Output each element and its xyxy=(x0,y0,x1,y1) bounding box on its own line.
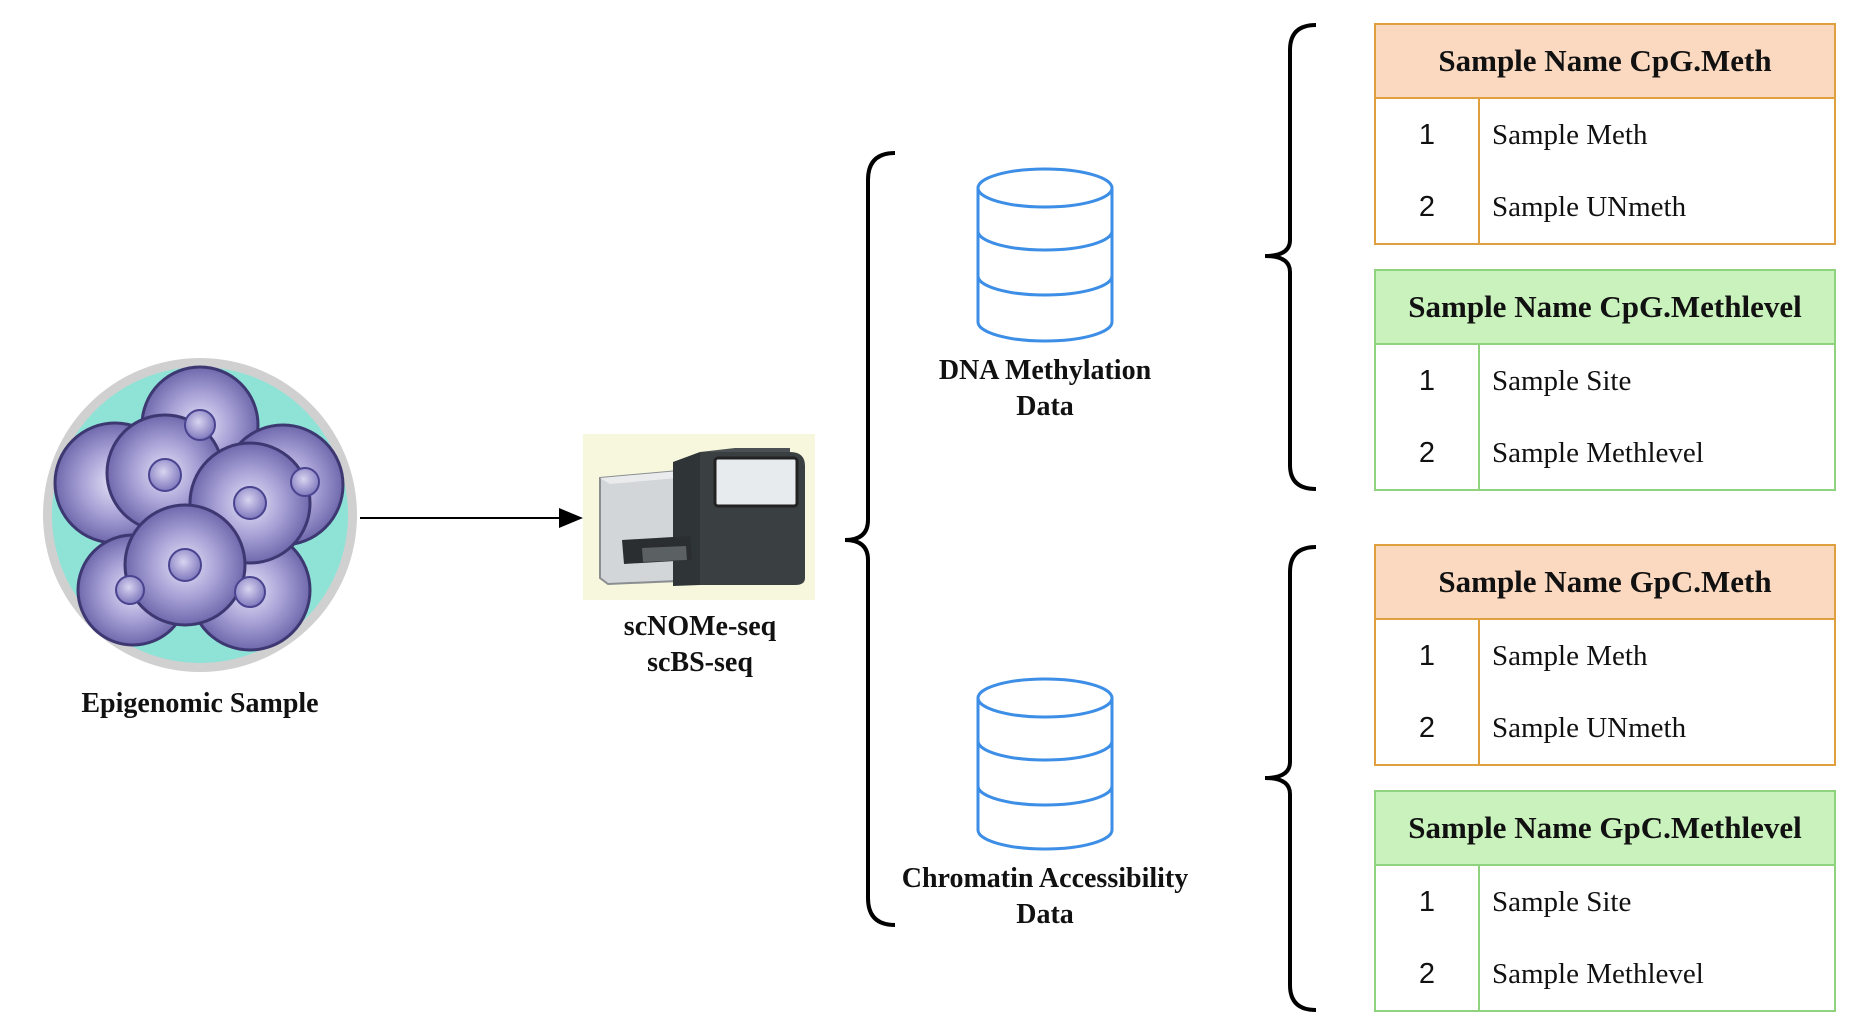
table-row: 2 Sample Methlevel xyxy=(1376,417,1834,489)
table-row: 2 Sample UNmeth xyxy=(1376,692,1834,764)
row-number: 2 xyxy=(1418,436,1436,469)
sequencer-label-line1: scNOMe-seq xyxy=(623,611,777,642)
row-number: 2 xyxy=(1418,957,1436,990)
database-label-line2: Data xyxy=(1016,899,1074,930)
row-text: Sample UNmeth xyxy=(1478,692,1834,764)
table-row: 2 Sample UNmeth xyxy=(1376,171,1834,243)
row-text: Sample Site xyxy=(1478,345,1834,417)
grouping-brace xyxy=(1264,23,1317,491)
row-number: 1 xyxy=(1418,118,1436,151)
row-number: 1 xyxy=(1418,885,1436,918)
table-cpg-meth: Sample Name CpG.Meth 1 Sample Meth 2 Sam… xyxy=(1374,23,1836,245)
chromatin-accessibility-label: Chromatin Accessibility Data xyxy=(860,861,1230,933)
sequencer-instrument-image xyxy=(583,434,815,600)
table-title: Sample Name CpG.Methlevel xyxy=(1376,271,1834,345)
nucleus xyxy=(115,575,145,605)
table-row: 1 Sample Site xyxy=(1376,866,1834,938)
nucleus xyxy=(233,486,267,520)
table-title: Sample Name GpC.Meth xyxy=(1376,546,1834,620)
grouping-brace xyxy=(844,151,896,927)
table-gpc-meth: Sample Name GpC.Meth 1 Sample Meth 2 Sam… xyxy=(1374,544,1836,766)
nucleus xyxy=(168,548,202,582)
row-number: 1 xyxy=(1418,364,1436,397)
epigenomic-sample-label: Epigenomic Sample xyxy=(50,686,350,722)
row-text: Sample Methlevel xyxy=(1478,417,1834,489)
nucleus xyxy=(148,458,182,492)
table-row: 1 Sample Site xyxy=(1376,345,1834,417)
database-label-line1: DNA Methylation xyxy=(938,355,1152,386)
epigenomic-sample-image xyxy=(43,358,357,672)
nucleus xyxy=(184,409,216,441)
database-icon xyxy=(976,167,1114,343)
table-row: 1 Sample Meth xyxy=(1376,620,1834,692)
table-title: Sample Name GpC.Methlevel xyxy=(1376,792,1834,866)
row-number: 1 xyxy=(1418,639,1436,672)
row-text: Sample Meth xyxy=(1478,620,1834,692)
row-text: Sample UNmeth xyxy=(1478,171,1834,243)
sample-label-text: Epigenomic Sample xyxy=(81,688,319,719)
row-text: Sample Site xyxy=(1478,866,1834,938)
table-title: Sample Name CpG.Meth xyxy=(1376,25,1834,99)
table-cpg-methlevel: Sample Name CpG.Methlevel 1 Sample Site … xyxy=(1374,269,1836,491)
row-number: 2 xyxy=(1418,711,1436,744)
database-label-line1: Chromatin Accessibility xyxy=(901,863,1189,894)
database-label-line2: Data xyxy=(1016,391,1074,422)
sequencer-label: scNOMe-seq scBS-seq xyxy=(570,609,830,681)
dna-methylation-label: DNA Methylation Data xyxy=(880,353,1210,425)
row-number: 2 xyxy=(1418,190,1436,223)
database-icon xyxy=(976,677,1114,851)
table-row: 1 Sample Meth xyxy=(1376,99,1834,171)
nucleus xyxy=(234,576,266,608)
sequencer-label-line2: scBS-seq xyxy=(647,647,753,678)
nucleus xyxy=(290,467,320,497)
row-text: Sample Methlevel xyxy=(1478,938,1834,1010)
row-text: Sample Meth xyxy=(1478,99,1834,171)
table-row: 2 Sample Methlevel xyxy=(1376,938,1834,1010)
grouping-brace xyxy=(1264,545,1317,1012)
table-gpc-methlevel: Sample Name GpC.Methlevel 1 Sample Site … xyxy=(1374,790,1836,1012)
